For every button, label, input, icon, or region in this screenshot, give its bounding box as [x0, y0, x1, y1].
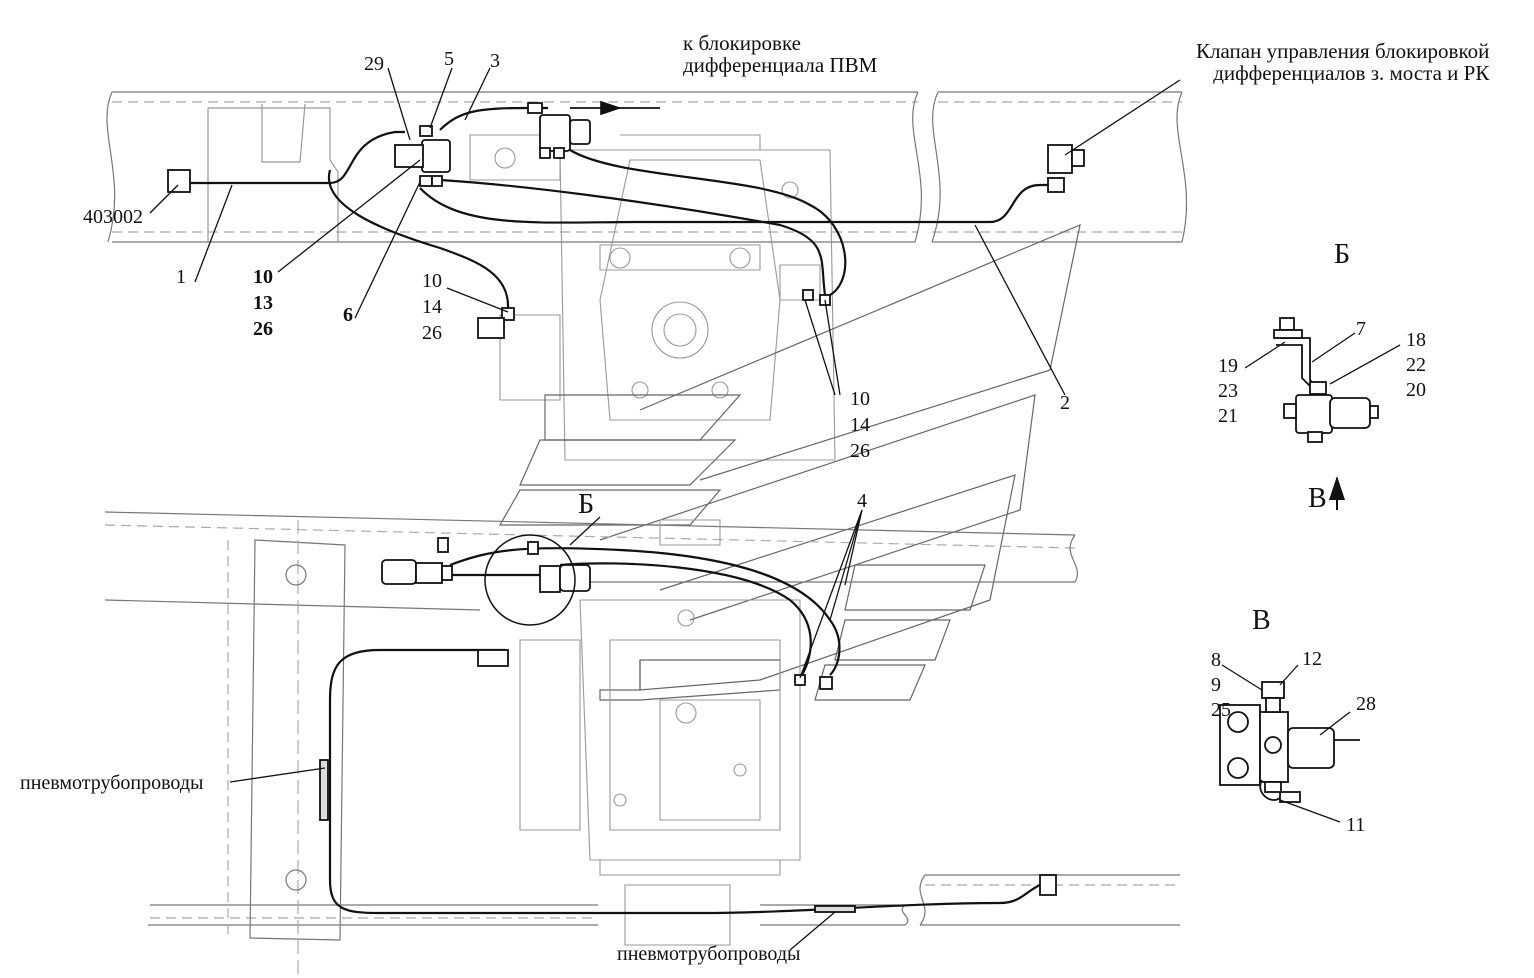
view-b-arrow-label: В — [1308, 483, 1327, 514]
view-b-20: 20 — [1406, 379, 1426, 401]
view-v-title: В — [1252, 605, 1271, 636]
view-v-leaders — [1221, 664, 1351, 823]
pipe-valve2 — [569, 149, 847, 296]
callout-pipes-bottom: пневмотрубопроводы — [617, 943, 801, 965]
group-10-14-26-left-c: 26 — [422, 322, 442, 344]
view-b-leaders — [1244, 332, 1401, 385]
view-b-group-18-22-20: 18 22 20 — [1406, 328, 1426, 403]
detail-circle-b-label: Б — [578, 489, 595, 520]
view-b-18: 18 — [1406, 329, 1426, 351]
group-10-14-26-right-b: 14 — [850, 414, 870, 436]
valve-block-lower — [319, 537, 1057, 913]
group-10-13-26-b: 13 — [253, 292, 273, 314]
pos-29: 29 — [364, 53, 384, 75]
part-403002: 403002 — [83, 206, 143, 228]
pipes-lower — [328, 547, 1041, 915]
view-b-21: 21 — [1218, 405, 1238, 427]
group-10-14-26-left: 10 14 26 — [422, 268, 442, 346]
pipe-loop — [327, 169, 510, 311]
group-10-14-26-right-a: 10 — [850, 388, 870, 410]
group-10-14-26-right: 10 14 26 — [850, 386, 870, 464]
pos-2: 2 — [1060, 392, 1070, 414]
upper-frame — [106, 91, 1188, 243]
detail-circle-b — [484, 534, 576, 626]
pos-4: 4 — [857, 490, 867, 512]
callout-to-pvm-line1: к блокировке — [683, 31, 801, 55]
pos-6: 6 — [343, 304, 353, 326]
view-b-19: 19 — [1218, 355, 1238, 377]
callout-valve: Клапан управления блокировкой дифференци… — [1196, 40, 1489, 84]
view-b-title: Б — [1334, 239, 1351, 270]
callout-valve-line1: Клапан управления блокировкой — [1196, 39, 1490, 63]
view-b-23: 23 — [1218, 380, 1238, 402]
view-b-detail — [1273, 317, 1379, 510]
transfer-case-upper — [469, 134, 836, 461]
callout-pipes-left: пневмотрубопроводы — [20, 772, 204, 794]
group-10-14-26-right-c: 26 — [850, 440, 870, 462]
valve-block-upper — [167, 102, 1085, 339]
group-10-13-26-a: 10 — [253, 266, 273, 288]
pipes-upper — [190, 100, 1050, 311]
view-v-detail — [1219, 681, 1360, 803]
group-10-14-26-left-b: 14 — [422, 296, 442, 318]
view-v-8: 8 — [1211, 649, 1221, 671]
view-v-9: 9 — [1211, 674, 1221, 696]
view-v-25: 25 — [1211, 699, 1231, 721]
view-v-pos-12: 12 — [1302, 648, 1322, 670]
pos-1: 1 — [176, 266, 186, 288]
lower-frame — [104, 511, 1180, 975]
view-v-pos-28: 28 — [1356, 693, 1376, 715]
callout-valve-line2: дифференциалов з. моста и РК — [1213, 61, 1490, 85]
group-10-13-26-c: 26 — [253, 318, 273, 340]
view-b-pos-7: 7 — [1356, 318, 1366, 340]
callout-to-pvm-line2: дифференциала ПВМ — [683, 53, 878, 77]
leader-lines — [149, 67, 1181, 951]
group-10-13-26: 10 13 26 — [253, 264, 273, 342]
callout-to-pvm: к блокировке дифференциала ПВМ — [683, 32, 877, 76]
pos-3: 3 — [490, 50, 500, 72]
pipe-2 — [419, 183, 1050, 224]
cut-panels — [498, 224, 1081, 701]
transfer-case-lower — [519, 519, 801, 946]
view-v-group-8-9-25: 8 9 25 — [1211, 648, 1231, 723]
pipe-6 — [439, 178, 827, 296]
pos-5: 5 — [444, 48, 454, 70]
view-b-22: 22 — [1406, 354, 1426, 376]
pipe-1 — [190, 130, 405, 185]
view-v-pos-11: 11 — [1346, 814, 1366, 836]
group-10-14-26-left-a: 10 — [422, 270, 442, 292]
view-b-group-19-23-21: 19 23 21 — [1218, 354, 1238, 429]
